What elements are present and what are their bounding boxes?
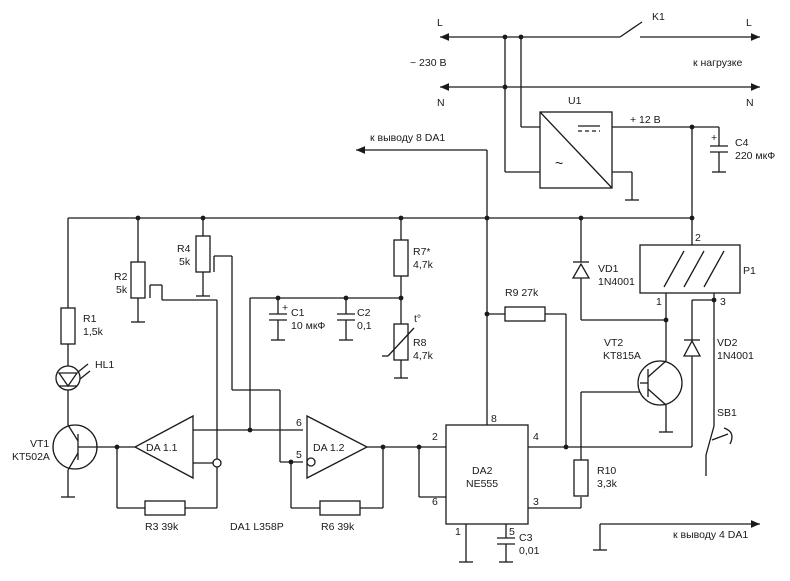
p1-pin2: 2	[695, 232, 701, 244]
r10-name: R10	[597, 465, 616, 477]
load-label: к нагрузке	[693, 57, 742, 69]
trimmer-r2	[130, 218, 163, 323]
opamp-wiring	[114, 268, 446, 509]
r2-name: R2	[114, 271, 128, 283]
r2-value: 5k	[116, 284, 128, 296]
c1-value: 10 мкФ	[291, 320, 325, 332]
k1-contact	[619, 21, 643, 38]
capacitor-c4	[692, 126, 728, 173]
c4-plus: +	[711, 132, 717, 144]
r7-name: R7*	[413, 246, 431, 258]
da2-pin2: 2	[432, 431, 438, 443]
da2-pin4: 4	[533, 431, 539, 443]
da12-pin6: 6	[296, 417, 302, 429]
transistor-vt2	[637, 320, 683, 433]
da2-type: NE555	[466, 478, 498, 490]
r10-value: 3,3k	[597, 478, 618, 490]
c1-name: C1	[291, 307, 305, 319]
c1-plus: +	[282, 302, 288, 314]
diode-vd1	[571, 218, 669, 323]
c3-name: C3	[519, 532, 533, 544]
trimmer-r4	[195, 218, 233, 297]
da2-name: DA2	[472, 465, 493, 477]
capacitor-c1	[269, 298, 287, 341]
c3-value: 0,01	[519, 545, 540, 557]
da2-pin5: 5	[509, 526, 515, 538]
k1-label: K1	[652, 11, 665, 23]
mains-n-left: N	[437, 97, 445, 109]
r8-value: 4,7k	[413, 350, 434, 362]
r10-resistor	[573, 391, 640, 497]
vd1-type: 1N4001	[598, 276, 635, 288]
vt2-name: VT2	[604, 337, 623, 349]
divider-r7-r8	[382, 218, 415, 379]
u1-output-label: + 12 В	[630, 114, 661, 126]
r6-label: R6 39k	[321, 521, 355, 533]
vt2-type: KT815A	[603, 350, 641, 362]
vd1-name: VD1	[598, 263, 619, 275]
mains-voltage: ~ 230 В	[410, 57, 447, 69]
vd2-name: VD2	[717, 337, 738, 349]
r1-resistor	[60, 307, 76, 366]
vt1-type: KT502A	[12, 451, 50, 463]
opamp-da1-1	[117, 414, 222, 480]
r1-value: 1,5k	[83, 326, 104, 338]
to-pin4-line	[593, 520, 760, 551]
opamp-da1-2	[306, 414, 369, 480]
r3-label: R3 39k	[145, 521, 179, 533]
mains-l-left: L	[437, 17, 443, 29]
to-pin4-label: к выводу 4 DA1	[673, 529, 748, 541]
psu-u1	[504, 37, 695, 201]
sb1-label: SB1	[717, 407, 737, 419]
supply-bus	[67, 127, 695, 425]
r8-temp: t°	[414, 313, 421, 325]
r3-resistor	[144, 500, 186, 516]
capacitor-c2	[337, 298, 355, 341]
mains-n-right: N	[746, 97, 754, 109]
r9-label: R9 27k	[505, 287, 539, 299]
r4-value: 5k	[179, 256, 191, 268]
vt1-name: VT1	[30, 438, 49, 450]
transistor-vt1	[52, 424, 117, 498]
mains-lines	[440, 21, 760, 91]
da12-label: DA 1.2	[313, 442, 345, 454]
u1-ac-symbol: ~	[555, 155, 563, 171]
ic-da2	[418, 306, 692, 563]
r1-name: R1	[83, 313, 97, 325]
p1-pin1: 1	[656, 296, 662, 308]
da11-label: DA 1.1	[146, 442, 178, 454]
da2-pin6: 6	[432, 496, 438, 508]
da1-note: DA1 L358P	[230, 521, 284, 533]
to-pin8-label: к выводу 8 DA1	[370, 132, 445, 144]
u1-label: U1	[568, 95, 582, 107]
r8-name: R8	[413, 337, 427, 349]
da12-pin5: 5	[296, 449, 302, 461]
r4-name: R4	[177, 243, 191, 255]
led-hl1	[55, 363, 91, 425]
p1-pin3: 3	[720, 296, 726, 308]
c2-value: 0,1	[357, 320, 372, 332]
da2-pin1: 1	[455, 526, 461, 538]
hl1-label: HL1	[95, 359, 114, 371]
mains-l-right: L	[746, 17, 752, 29]
c4-value: 220 мкФ	[735, 150, 775, 162]
da2-pin3: 3	[533, 496, 539, 508]
p1-name: P1	[743, 265, 756, 277]
vd2-type: 1N4001	[717, 350, 754, 362]
relay-p1	[639, 244, 741, 476]
da2-pin8: 8	[491, 413, 497, 425]
r6-resistor	[319, 500, 361, 516]
r7-value: 4,7k	[413, 259, 434, 271]
c4-name: C4	[735, 137, 749, 149]
c2-name: C2	[357, 307, 371, 319]
